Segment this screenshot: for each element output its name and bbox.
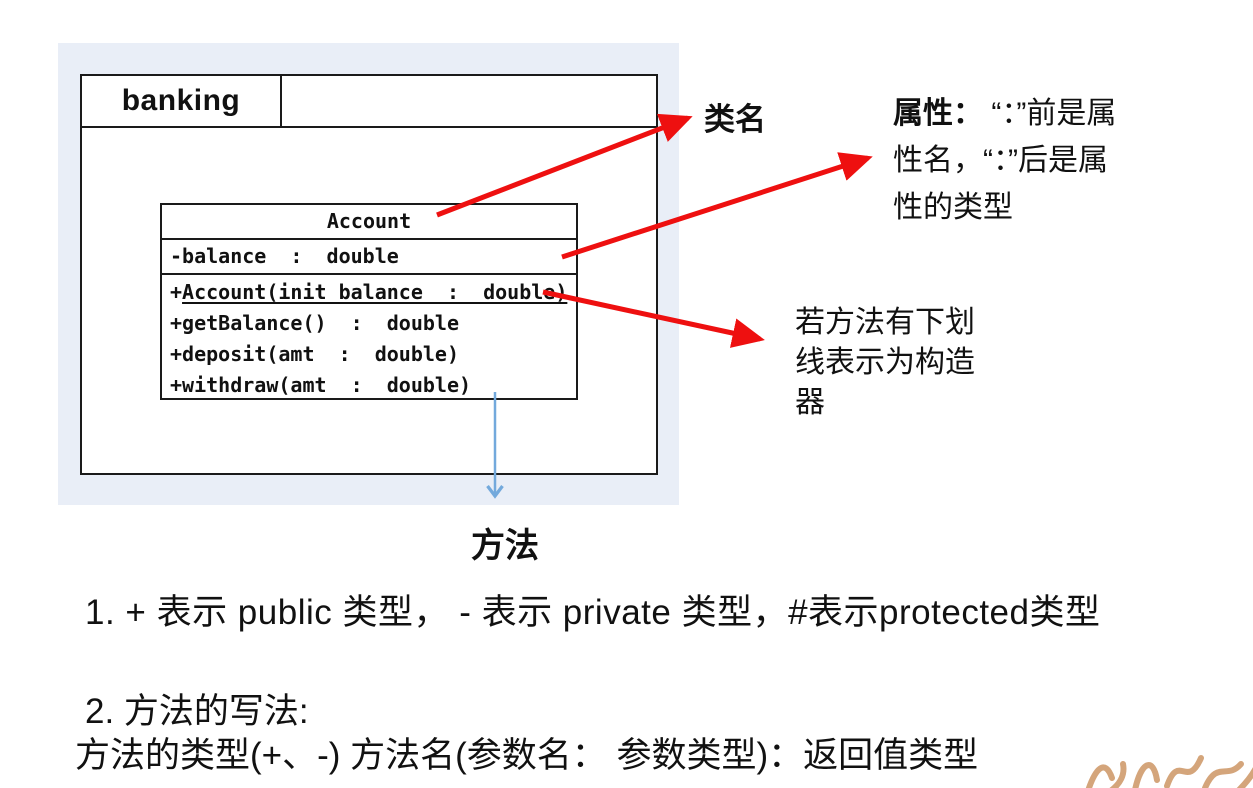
package-name-label: banking (121, 84, 241, 117)
calligraphy-watermark-icon (1085, 755, 1253, 788)
class-name-annotation: 类名 (704, 102, 766, 137)
attribute-annotation-line2: 性名，“：”后是属 (893, 144, 1108, 177)
note-method-syntax-title: 2. 方法的写法: (85, 692, 309, 731)
class-method-constructor: +Account(init_balance : double) (170, 280, 568, 304)
package-name-tab: banking (82, 76, 282, 126)
note-visibility-symbols: 1. + 表示 public 类型， - 表示 private 类型，#表示pr… (85, 593, 1101, 632)
class-attribute-section: -balance : double (162, 240, 576, 275)
package-header: banking (82, 76, 656, 128)
note-method-syntax-format: 方法的类型(+、-) 方法名(参数名： 参数类型)：返回值类型 (75, 736, 979, 775)
uml-class-box: Account -balance : double +Account(init_… (160, 203, 578, 400)
attribute-annotation: 属性： “：”前是属 性名，“：”后是属 性的类型 (893, 90, 1213, 231)
constructor-annotation-line2: 线表示为构造 (795, 346, 975, 379)
constructor-annotation-line1: 若方法有下划 (795, 306, 975, 339)
class-method: +deposit(amt : double) (170, 342, 459, 366)
method-annotation: 方法 (471, 527, 539, 565)
class-attribute: -balance : double (170, 244, 399, 268)
constructor-annotation: 若方法有下划 线表示为构造 器 (795, 303, 1015, 423)
class-method-section: +Account(init_balance : double) +getBala… (162, 275, 576, 401)
class-method: +withdraw(amt : double) (170, 373, 472, 397)
attribute-annotation-line1: 属性： “：”前是属 (893, 97, 1117, 130)
class-method: +getBalance() : double (170, 311, 459, 335)
constructor-annotation-line3: 器 (795, 386, 825, 419)
attribute-annotation-line3: 性的类型 (893, 191, 1013, 224)
class-title: Account (162, 205, 576, 240)
